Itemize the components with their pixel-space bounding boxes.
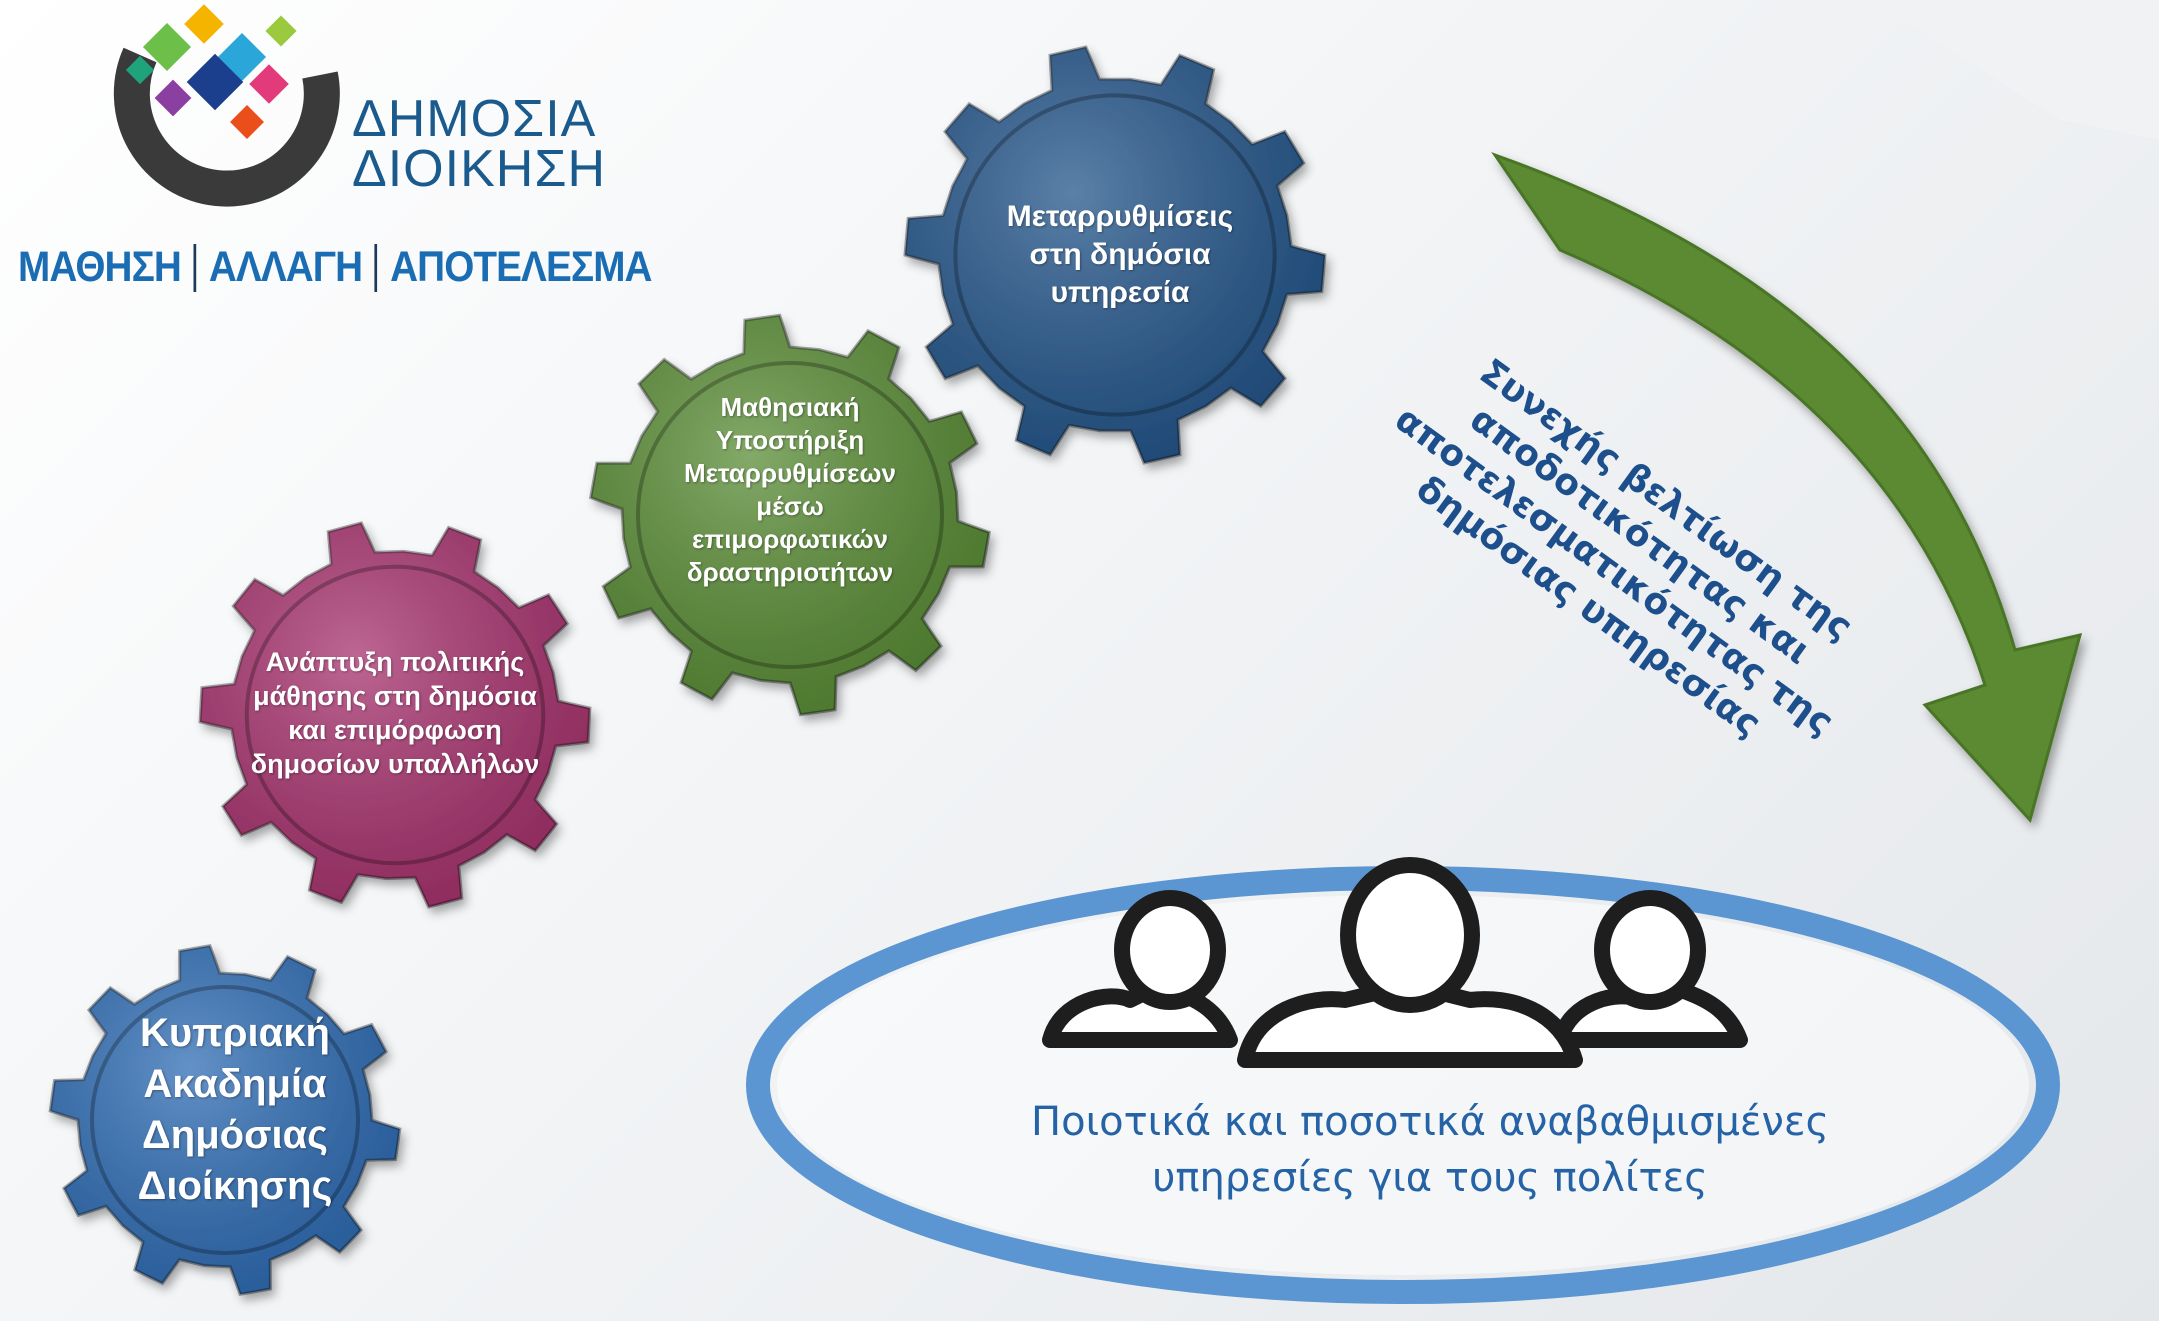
gear-policy-line: δημοσίων υπαλλήλων [250,748,540,779]
gear-label-policy: Ανάπτυξη πολιτικής μάθησης στη δημόσια κ… [235,640,555,785]
logo-tagline: ΜΑΘΗΣΗ ΑΛΛΑΓΗ ΑΠΟΤΕΛΕΣΜΑ [18,243,652,292]
gear-support-line: Μεταρρυθμίσεων [684,458,896,488]
gear-shading [50,945,400,1295]
gear-reforms-line: υπηρεσία [1050,276,1190,309]
outcome-caption-line: Ποιοτικά και ποσοτικά αναβαθμισμένες [1031,1099,1829,1145]
gear-support [588,313,992,717]
gear-label-support: Μαθησιακή Υποστήριξη Μεταρρυθμίσεων μέσω… [660,385,920,595]
logo-name-line1: ΔΗΜΟΣΙΑ [352,90,597,148]
gear-academy-line: Δημόσιας [142,1113,328,1157]
gears-group [48,45,1327,1296]
corner-decoration [1870,0,2159,140]
gear-policy-line: και επιμόρφωση [288,714,502,745]
tagline-separator [193,243,197,292]
logo-mark [113,4,340,207]
gear-policy-line: μάθησης στη δημόσια [253,680,537,711]
gear-label-academy: Κυπριακή Ακαδημία Δημόσιας Διοίκησης [110,1000,360,1220]
gear-reforms [903,45,1327,465]
gear-inner-ring [244,564,546,866]
outcome-caption: Ποιοτικά και ποσοτικά αναβαθμισμένες υπη… [980,1094,1880,1206]
gear-support-line: Υποστήριξη [715,425,865,455]
gear-support-line: Μαθησιακή [720,392,860,422]
tagline-word-2: ΑΛΛΑΓΗ [208,243,363,291]
gear-label-reforms: Μεταρρυθμίσεις στη δημόσια υπηρεσία [1000,195,1240,315]
gear-academy-line: Ακαδημία [143,1062,327,1106]
people-group-icon [1042,857,1748,1068]
gear-support-line: μέσω [756,491,824,521]
tagline-separator [374,243,378,292]
gear-shading [905,47,1325,463]
gear-inner-ring [636,361,944,669]
gear-academy [48,944,402,1296]
improvement-arrow [1491,152,2083,824]
gear-inner-ring [953,93,1277,417]
gear-policy-line: Ανάπτυξη πολιτικής [265,646,525,677]
gear-academy-line: Κυπριακή [140,1011,330,1055]
logo-name-line2: ΔΙΟΙΚΗΣΗ [352,140,607,198]
outcome-caption-line: υπηρεσίες για τους πολίτες [1152,1155,1708,1201]
tagline-word-3: ΑΠΟΤΕΛΕΣΜΑ [390,243,652,291]
gear-academy-line: Διοίκησης [137,1164,333,1208]
gear-reforms-line: στη δημόσια [1029,238,1211,271]
gear-reforms-line: Μεταρρυθμίσεις [1006,200,1234,233]
gear-shading [590,315,990,715]
gear-inner-ring [90,985,360,1255]
gear-support-line: δραστηριοτήτων [686,557,894,587]
gear-support-line: επιμορφωτικών [691,524,889,554]
gear-shading [200,522,590,908]
tagline-word-1: ΜΑΘΗΣΗ [18,243,182,291]
gear-policy [198,521,592,909]
